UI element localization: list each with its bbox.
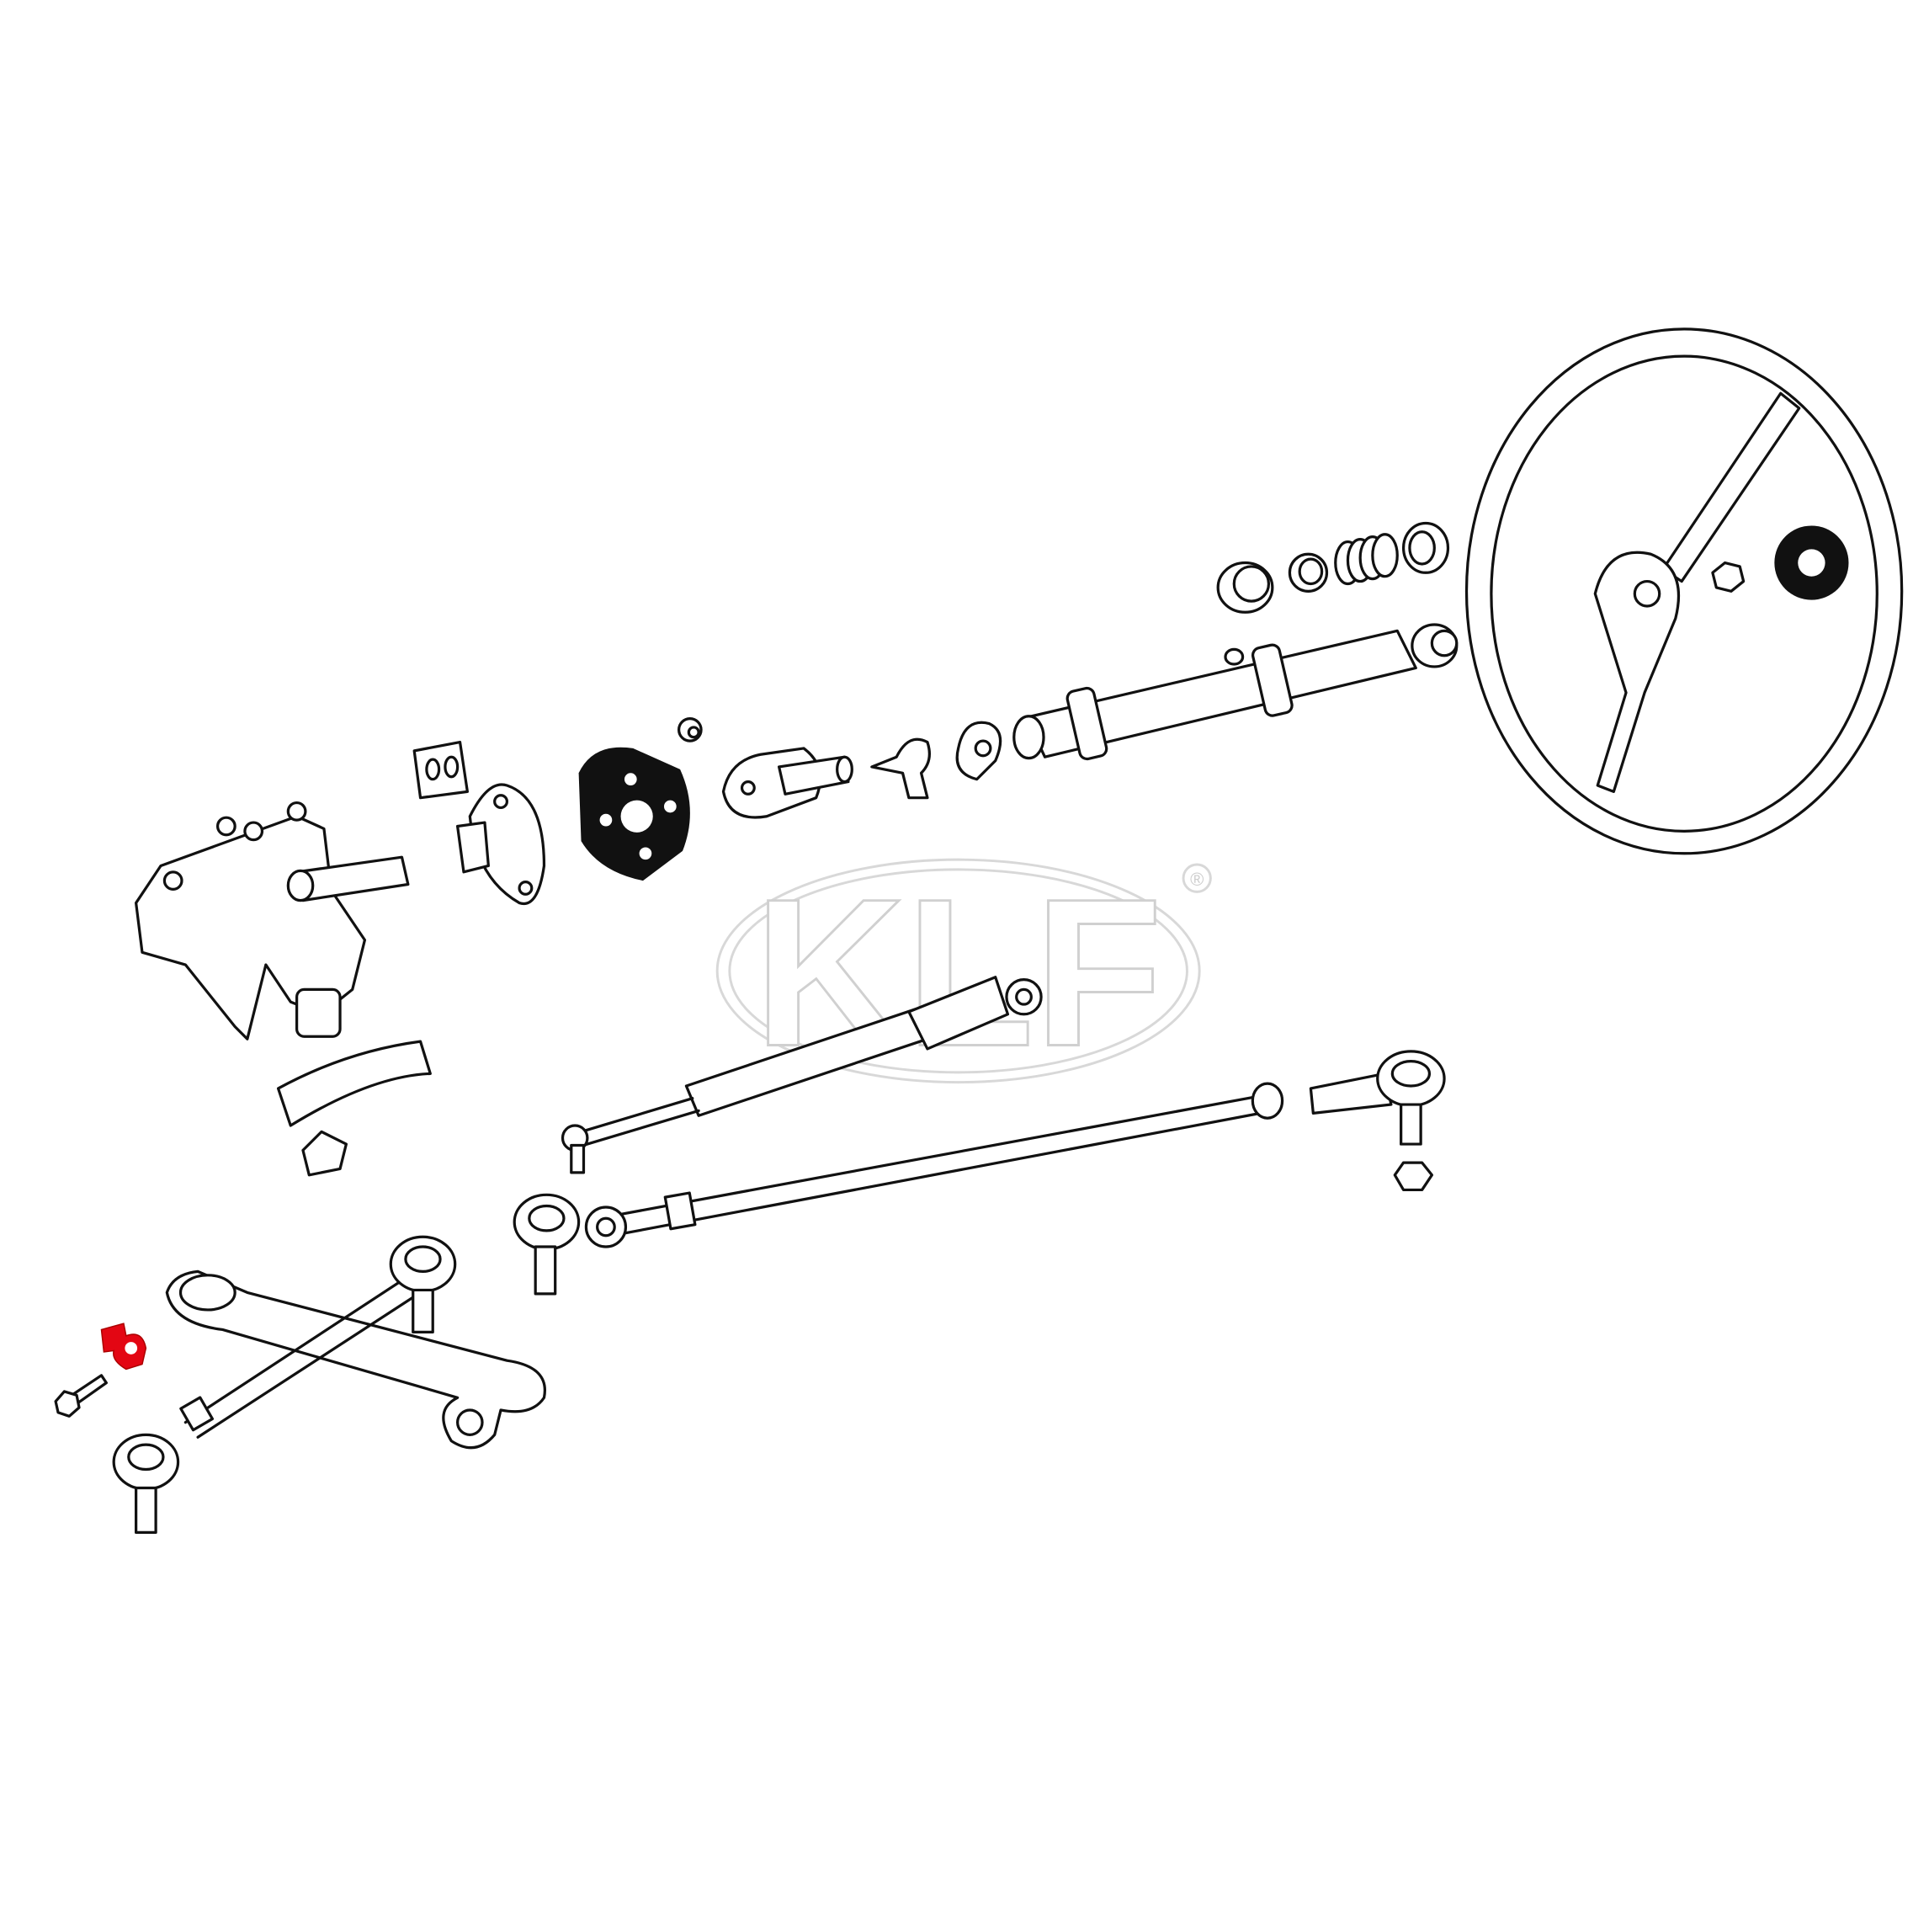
- rag-joint: [578, 747, 690, 881]
- column-clamps: [677, 717, 1002, 800]
- spring: [1334, 533, 1399, 586]
- tie-rod-short: [112, 1235, 457, 1535]
- tie-rod-end: [1309, 1050, 1446, 1192]
- drop-arm: [165, 1269, 546, 1450]
- steering-column: [1012, 623, 1459, 761]
- lock-plate-highlighted: [100, 1323, 147, 1370]
- bolt: [54, 1374, 108, 1418]
- steering-gearbox: [134, 801, 410, 1041]
- gearbox-clamp: [276, 1040, 432, 1177]
- steering-damper: [561, 976, 1043, 1174]
- watermark-registered: ®: [1190, 869, 1204, 890]
- coupling-flange: [412, 740, 546, 906]
- splined-flange: [721, 747, 853, 819]
- castle-nut: [1393, 1161, 1433, 1192]
- steering-wheel: [1464, 327, 1904, 855]
- column-bearing-parts: [1216, 521, 1450, 614]
- steering-nut: [1711, 561, 1746, 593]
- tie-rod-long: [513, 1082, 1284, 1296]
